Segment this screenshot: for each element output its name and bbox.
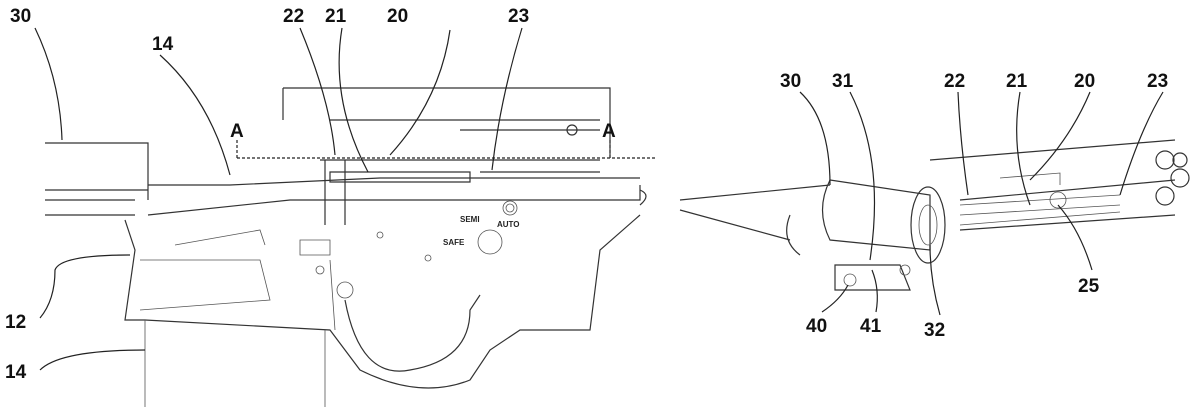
label-20-right: 20 (1074, 71, 1095, 92)
label-32: 32 (924, 320, 945, 341)
label-22-right: 22 (944, 71, 965, 92)
right-figure-exploded-view (679, 139, 1190, 291)
marking-auto: AUTO (497, 220, 520, 229)
marking-semi: SEMI (460, 215, 480, 224)
receiver-body (124, 214, 641, 389)
lever (834, 264, 911, 291)
receiver-cylinder (821, 179, 931, 251)
bolt-carrier (929, 139, 1176, 231)
label-30: 30 (10, 6, 31, 27)
label-14: 14 (152, 34, 174, 55)
label-31: 31 (832, 71, 854, 92)
label-21-right: 21 (1006, 71, 1028, 92)
label-25: 25 (1078, 276, 1100, 297)
label-23: 23 (508, 6, 529, 27)
label-41: 41 (860, 316, 882, 337)
stock-block (45, 142, 149, 200)
section-label-a-left: A (230, 121, 244, 142)
bolt-face (910, 186, 946, 264)
label-12: 12 (5, 312, 26, 333)
label-30-right: 30 (780, 71, 801, 92)
marking-safe: SAFE (443, 238, 465, 247)
label-21: 21 (325, 6, 347, 27)
safety-selector (477, 229, 503, 255)
upper-rail (282, 87, 611, 173)
left-figure-lower-receiver: SEMI AUTO SAFE (45, 87, 655, 407)
trigger-guard (344, 294, 481, 372)
section-label-a-right: A (602, 121, 616, 142)
tube (679, 184, 831, 256)
label-22: 22 (283, 6, 304, 27)
label-20: 20 (387, 6, 408, 27)
label-23-right: 23 (1147, 71, 1168, 92)
label-14-lower: 14 (5, 362, 27, 383)
label-40: 40 (806, 316, 827, 337)
